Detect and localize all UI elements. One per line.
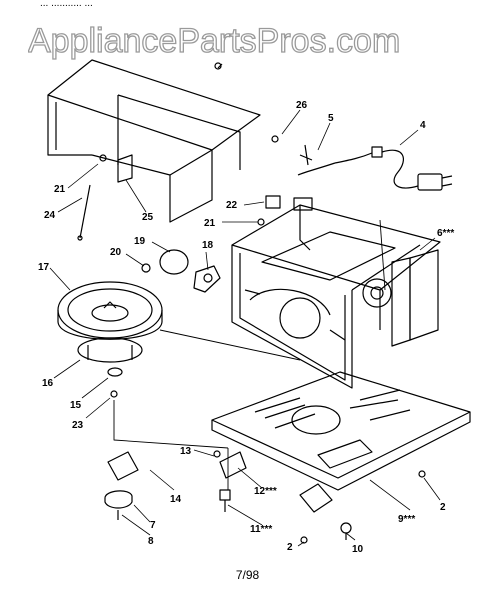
- callout-4: 4: [420, 120, 426, 131]
- callout-13: 13: [180, 446, 192, 457]
- callout-20: 20: [110, 247, 122, 258]
- callout-17: 17: [38, 262, 50, 273]
- callout-15: 15: [70, 400, 82, 411]
- watermark-logo: AppliancePartsPros.com: [28, 21, 401, 60]
- svg-text:AppliancePartsPros.com: AppliancePartsPros.com: [28, 22, 400, 60]
- callout-7: 7: [150, 520, 156, 531]
- outer-cabinet: [47, 59, 261, 223]
- screw-26: [214, 62, 279, 143]
- callout-2a: 2: [287, 542, 293, 553]
- main-chassis: [231, 197, 441, 389]
- header-partial: ... ........... ...: [40, 0, 93, 9]
- revision-date: 7/98: [235, 568, 260, 582]
- callout-22: 22: [226, 200, 238, 211]
- callout-10: 10: [352, 544, 364, 555]
- base-plate: [211, 371, 471, 513]
- callout-16: 16: [42, 378, 54, 389]
- callout-12: 12***: [254, 486, 277, 497]
- bracket-feet: [104, 450, 426, 544]
- assembly-lines: [113, 219, 386, 490]
- callout-8: 8: [148, 536, 154, 547]
- callout-5: 5: [328, 113, 334, 124]
- callout-14: 14: [170, 494, 182, 505]
- callout-25: 25: [142, 212, 154, 223]
- small-parts-upper: [77, 154, 281, 293]
- callout-6: 6***: [437, 228, 454, 239]
- callout-26: 26: [296, 100, 308, 111]
- callout-24: 24: [44, 210, 56, 221]
- callout-21: 21: [54, 184, 66, 195]
- callout-9: 9***: [398, 514, 415, 525]
- turntable-assembly: [57, 281, 163, 398]
- callout-23: 23: [72, 420, 84, 431]
- callout-11: 11***: [250, 524, 272, 535]
- callout-2b: 2: [440, 502, 446, 513]
- callout-21b: 21: [204, 218, 216, 229]
- power-cord: [297, 144, 453, 191]
- callout-19: 19: [134, 236, 146, 247]
- callout-18: 18: [202, 240, 214, 251]
- leader-lines: [49, 109, 441, 547]
- callout-labels: 26 5 4 6*** 21 24 25 22 21 19 20 18 17 1…: [38, 100, 454, 555]
